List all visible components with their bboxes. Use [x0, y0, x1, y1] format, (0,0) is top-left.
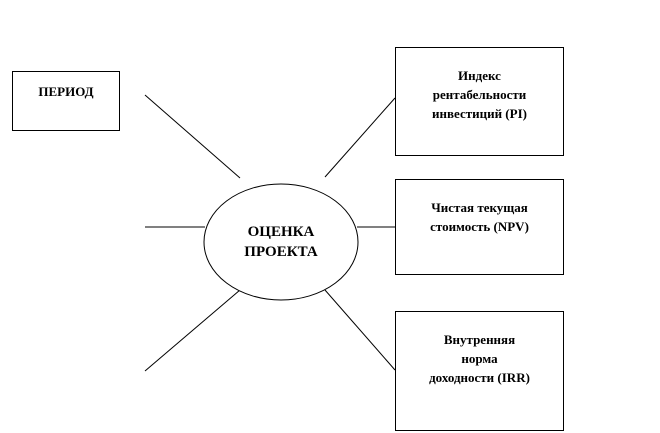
npv-line-1: Чистая текущая — [431, 200, 528, 215]
pi-box: Индекс рентабельности инвестиций (PI) — [395, 47, 564, 156]
period-box: ПЕРИОД — [12, 71, 120, 131]
pi-line-1: Индекс — [458, 68, 501, 83]
period-label: ПЕРИОД — [38, 84, 94, 99]
irr-line-3: доходности (IRR) — [429, 370, 530, 385]
irr-line-2: норма — [461, 351, 498, 366]
npv-box: Чистая текущая стоимость (NPV) — [395, 179, 564, 275]
npv-line-2: стоимость (NPV) — [430, 219, 529, 234]
pi-line-3: инвестиций (PI) — [432, 106, 527, 121]
irr-line-1: Внутренняя — [443, 332, 516, 347]
connector-upper-left — [144, 94, 241, 179]
center-line-2: ПРОЕКТА — [244, 244, 318, 260]
center-line-1: ОЦЕНКА — [247, 224, 315, 240]
center-ellipse — [203, 183, 359, 301]
irr-box: Внутренняя норма доходности (IRR) — [395, 311, 564, 431]
connector-to-pi — [324, 97, 396, 178]
connector-to-irr — [324, 289, 396, 371]
connector-lower-left — [144, 289, 241, 372]
project-evaluation-label: ОЦЕНКА ПРОЕКТА — [205, 184, 357, 300]
pi-line-2: рентабельности — [432, 87, 527, 102]
